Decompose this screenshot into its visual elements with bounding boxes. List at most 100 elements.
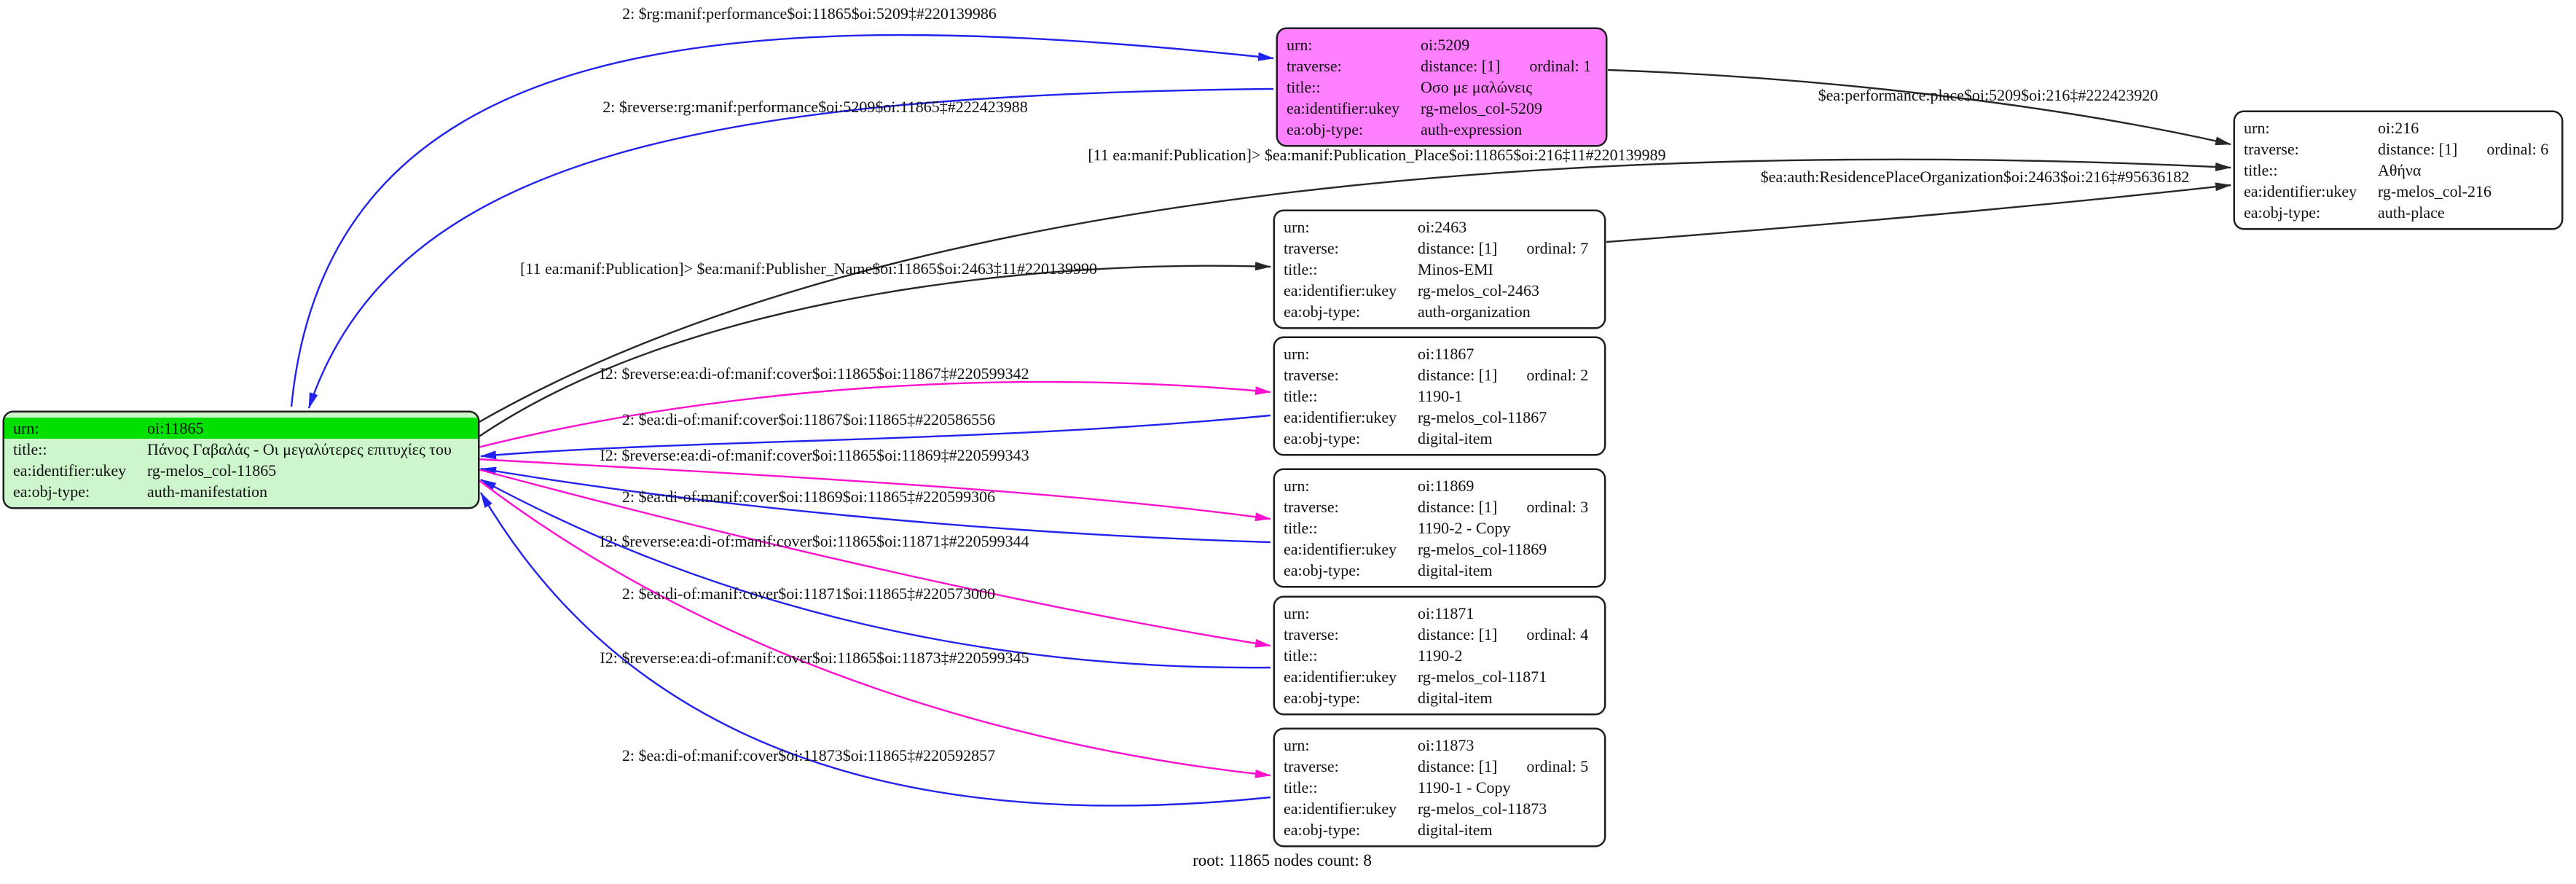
field-value: 1190-2 - Copy <box>1418 519 1511 537</box>
field-key: traverse: <box>1284 366 1339 384</box>
field-key: ea:obj-type: <box>1284 561 1361 579</box>
node-row-traverse: traverse: distance: [1] ordinal: 1 <box>1278 55 1606 77</box>
field-ordinal: ordinal: 3 <box>1526 498 1589 516</box>
node-row-title: title:: 1190-1 - Copy <box>1275 777 1604 798</box>
node-oi-11871: urn: oi:11871 traverse: distance: [1] or… <box>1273 596 1606 715</box>
field-value: rg-melos_col-216 <box>2378 182 2492 200</box>
edge-label: 2: $ea:di-of:manif:cover$oi:11867$oi:118… <box>621 410 996 429</box>
field-key: title:: <box>1284 387 1318 405</box>
edge-manif-cover-11871 <box>480 478 1271 669</box>
field-value: auth-manifestation <box>147 482 267 501</box>
field-key: ea:obj-type: <box>1287 120 1364 138</box>
node-row-identifier: ea:identifier:ukey rg-melos_col-5209 <box>1278 98 1606 119</box>
field-value: distance: [1] <box>1421 57 1501 75</box>
field-key: urn: <box>1284 604 1310 622</box>
field-value: Οσο με μαλώνεις <box>1421 78 1533 96</box>
field-key: urn: <box>1284 477 1310 495</box>
field-value: oi:11873 <box>1418 736 1474 754</box>
field-value: digital-item <box>1418 821 1493 839</box>
node-row-objtype: ea:obj-type: digital-item <box>1275 687 1604 708</box>
field-key: title:: <box>1284 778 1318 797</box>
field-key: ea:identifier:ukey <box>1284 799 1397 818</box>
field-key: ea:identifier:ukey <box>1284 281 1397 300</box>
field-value: 1190-1 <box>1418 387 1463 405</box>
graph-footer: root: 11865 nodes count: 8 <box>1193 851 1372 869</box>
field-key: urn: <box>1284 345 1310 363</box>
field-key: ea:identifier:ukey <box>1284 408 1397 426</box>
node-row-traverse: traverse: distance: [1] ordinal: 3 <box>1275 496 1604 517</box>
node-row-title: title:: Minos-EMI <box>1275 259 1604 280</box>
field-value: oi:11871 <box>1418 604 1474 622</box>
node-row-traverse: traverse: distance: [1] ordinal: 4 <box>1275 624 1604 645</box>
node-row-traverse: traverse: distance: [1] ordinal: 2 <box>1275 364 1604 386</box>
field-value: digital-item <box>1418 429 1493 447</box>
edge-label: 2: $ea:di-of:manif:cover$oi:11871$oi:118… <box>621 584 996 603</box>
field-value: Minos-EMI <box>1418 260 1493 278</box>
node-oi-11867: urn: oi:11867 traverse: distance: [1] or… <box>1273 337 1606 455</box>
field-value: oi:11869 <box>1418 477 1474 495</box>
node-row-objtype: ea:obj-type: digital-item <box>1275 819 1604 840</box>
node-row-urn: urn: oi:11869 <box>1275 475 1604 496</box>
field-key: title:: <box>13 440 47 458</box>
node-row-title: title:: Πάνος Γαβαλάς - Οι μεγαλύτερες ε… <box>4 439 478 460</box>
field-key: traverse: <box>1284 498 1339 516</box>
field-value: rg-melos_col-5209 <box>1421 99 1543 117</box>
edge-reverse-rg-manif-performance <box>307 87 1274 409</box>
field-value: digital-item <box>1418 689 1493 707</box>
edge-rg-manif-performance <box>290 34 1274 407</box>
field-key: ea:obj-type: <box>13 482 90 501</box>
node-row-title: title:: Αθήνα <box>2235 160 2561 181</box>
field-value: distance: [1] <box>2378 140 2458 158</box>
node-row-objtype: ea:obj-type: digital-item <box>1275 560 1604 581</box>
field-ordinal: ordinal: 6 <box>2486 140 2549 158</box>
field-value: auth-expression <box>1421 120 1523 138</box>
field-value: rg-melos_col-11867 <box>1418 408 1547 426</box>
field-value: oi:5209 <box>1421 36 1470 54</box>
field-key: traverse: <box>1284 757 1339 775</box>
field-key: urn: <box>1284 218 1310 236</box>
field-value: oi:2463 <box>1418 218 1467 236</box>
field-key: title:: <box>2244 161 2278 179</box>
edge-label: [11 ea:manif:Publication]> $ea:manif:Pub… <box>1088 146 1666 164</box>
edge-label: I2: $reverse:ea:di-of:manif:cover$oi:118… <box>600 364 1029 383</box>
node-row-urn: urn: oi:11871 <box>1275 603 1604 624</box>
field-key: urn: <box>1287 36 1313 54</box>
node-row-objtype: ea:obj-type: auth-place <box>2235 202 2561 223</box>
edge-manif-cover-11873 <box>479 492 1271 807</box>
field-key: ea:obj-type: <box>1284 429 1361 447</box>
field-value: distance: [1] <box>1418 498 1498 516</box>
field-value: distance: [1] <box>1418 625 1498 644</box>
field-ordinal: ordinal: 2 <box>1526 366 1589 384</box>
node-row-urn: urn: oi:5209 <box>1278 34 1606 55</box>
edge-label: I2: $reverse:ea:di-of:manif:cover$oi:118… <box>600 446 1029 464</box>
field-value: oi:11865 <box>147 419 204 437</box>
field-key: urn: <box>1284 736 1310 754</box>
field-key: ea:obj-type: <box>1284 302 1361 321</box>
edge-label: $ea:auth:ResidencePlaceOrganization$oi:2… <box>1760 168 2190 186</box>
node-row-objtype: ea:obj-type: auth-organization <box>1275 301 1604 322</box>
node-row-identifier: ea:identifier:ukey rg-melos_col-11871 <box>1275 666 1604 687</box>
field-value: Πάνος Γαβαλάς - Οι μεγαλύτερες επιτυχίες… <box>147 440 452 458</box>
field-key: title:: <box>1284 260 1318 278</box>
node-oi-11869: urn: oi:11869 traverse: distance: [1] or… <box>1273 469 1606 587</box>
node-oi-11865: urn: oi:11865 title:: Πάνος Γαβαλάς - Οι… <box>3 411 479 509</box>
edge-label: [11 ea:manif:Publication]> $ea:manif:Pub… <box>519 259 1098 278</box>
edge-label: $ea:performance:place$oi:5209$oi:216‡#22… <box>1818 86 2159 104</box>
field-key: ea:identifier:ukey <box>1284 668 1397 686</box>
field-key: ea:identifier:ukey <box>1287 99 1400 117</box>
edge-label: 2: $reverse:rg:manif:performance$oi:5209… <box>602 98 1028 116</box>
node-row-identifier: ea:identifier:ukey rg-melos_col-11865 <box>4 460 478 481</box>
field-value: distance: [1] <box>1418 757 1498 775</box>
field-key: ea:identifier:ukey <box>2244 182 2357 200</box>
field-key: ea:identifier:ukey <box>1284 540 1397 558</box>
edge-label: 2: $rg:manif:performance$oi:11865$oi:520… <box>622 4 997 23</box>
field-key: ea:obj-type: <box>1284 821 1361 839</box>
field-key: traverse: <box>1284 239 1339 257</box>
node-row-traverse: traverse: distance: [1] ordinal: 7 <box>1275 238 1604 259</box>
node-row-objtype: ea:obj-type: auth-expression <box>1278 119 1606 140</box>
field-value: distance: [1] <box>1418 239 1498 257</box>
node-oi-216: urn: oi:216 traverse: distance: [1] ordi… <box>2234 111 2563 230</box>
field-key: title:: <box>1284 646 1318 665</box>
